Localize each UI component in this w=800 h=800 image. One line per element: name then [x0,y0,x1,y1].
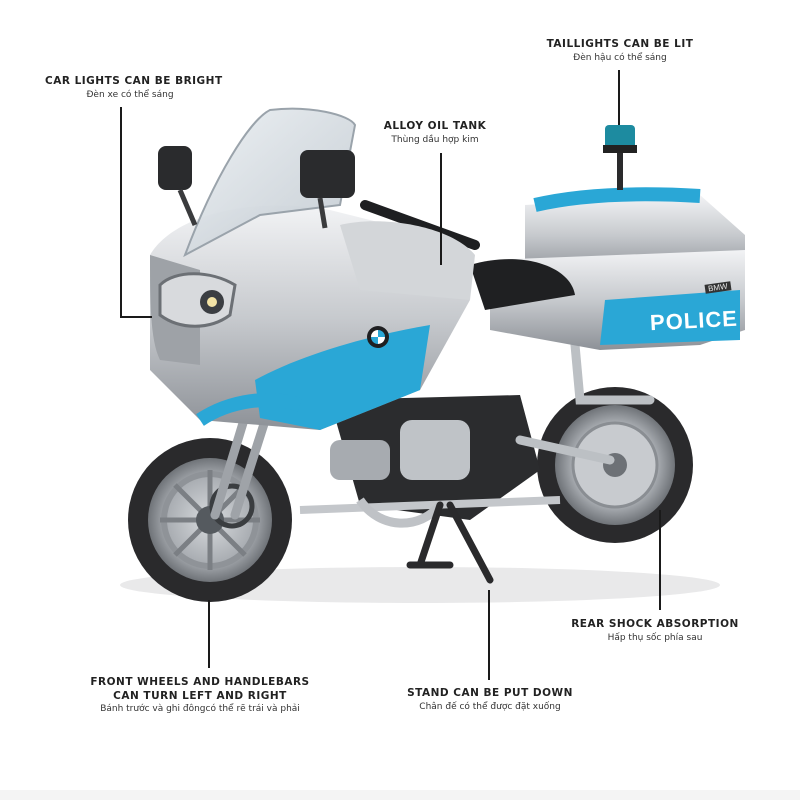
car-lights-leader [120,107,122,317]
stand-leader [488,590,490,680]
siren-light [603,125,637,190]
headlight [158,272,237,328]
car-lights-leader-h [120,316,152,318]
taillights-subtitle: Đèn hậu có thể sáng [573,52,667,63]
rear-wheel [537,387,693,543]
front-wheels-title-line1: FRONT WHEELS AND HANDLEBARS [90,676,310,688]
rear-shock-subtitle: Hấp thụ sốc phía sau [607,632,703,643]
oil-tank-title: ALLOY OIL TANK [383,120,487,132]
rear-shock-label: REAR SHOCK ABSORPTION Hấp thụ sốc phía s… [570,618,740,644]
mirror-right [300,150,355,229]
front-wheel [128,438,292,602]
front-wheels-leader [208,600,210,668]
seat [470,259,575,310]
police-text: POLICE [649,305,739,336]
ground-shadow [120,567,720,603]
oil-tank-subtitle: Thùng dầu hợp kim [391,134,479,145]
front-wheels-label: FRONT WHEELS AND HANDLEBARS CAN TURN LEF… [75,676,325,716]
mirror-left [158,146,198,226]
stand-subtitle: Chân đế có thể được đặt xuống [419,701,561,712]
car-lights-label: CAR LIGHTS CAN BE BRIGHT Đèn xe có thể s… [45,75,223,101]
engine-block [299,395,561,528]
front-wheels-subtitle: Bánh trước và ghi đôngcó thể rẽ trái và … [100,704,300,715]
front-wheels-title-line2: CAN TURN LEFT AND RIGHT [113,689,287,702]
bottom-strip [0,790,800,800]
car-lights-subtitle: Đèn xe có thể sáng [86,89,174,100]
windshield [183,107,357,258]
kickstand [406,501,494,584]
oil-tank-label: ALLOY OIL TANK Thùng dầu hợp kim [365,120,505,146]
taillights-label: TAILLIGHTS CAN BE LIT Đèn hậu có thể sán… [540,38,700,64]
rear-shock-leader [659,510,661,610]
car-lights-title: CAR LIGHTS CAN BE BRIGHT [45,75,223,87]
stand-label: STAND CAN BE PUT DOWN Chân đế có thể đượ… [400,687,580,713]
taillights-title: TAILLIGHTS CAN BE LIT [546,38,694,50]
oil-tank-leader [440,153,442,265]
handlebar [360,200,480,250]
bmw-roundel-logo [367,326,389,348]
rear-frame [515,340,655,465]
stand-title: STAND CAN BE PUT DOWN [407,687,573,699]
taillights-leader [618,70,620,125]
rear-shock-title: REAR SHOCK ABSORPTION [571,618,739,630]
